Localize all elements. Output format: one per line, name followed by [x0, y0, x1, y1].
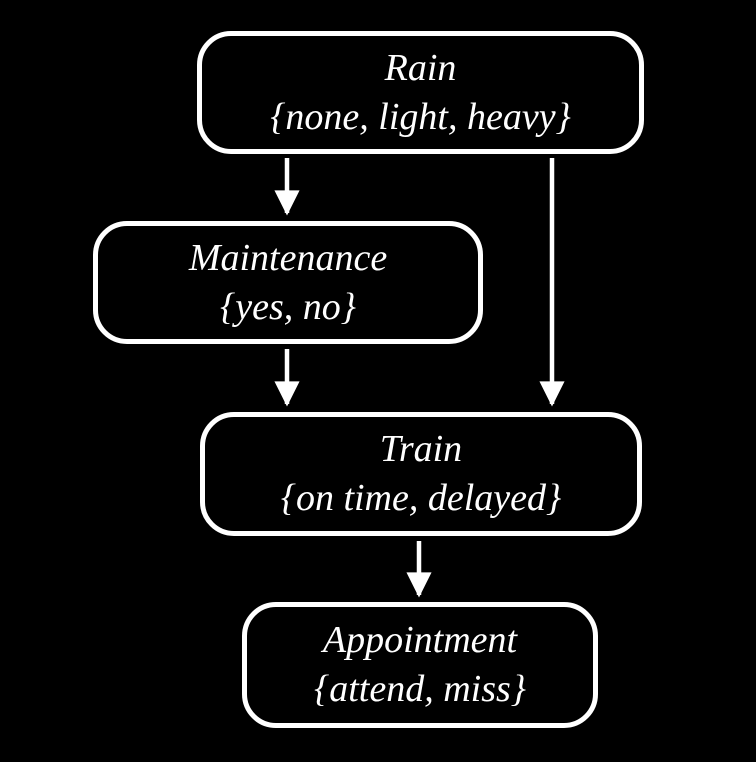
- node-appointment-label: Appointment: [322, 619, 518, 662]
- node-maintenance-label: Maintenance: [188, 236, 388, 279]
- node-appointment-values: {attend, miss}: [314, 668, 526, 710]
- node-rain-label: Rain: [384, 46, 457, 89]
- node-maintenance-values: {yes, no}: [220, 285, 356, 328]
- node-rain-values: {none, light, heavy}: [270, 95, 571, 138]
- node-maintenance: Maintenance {yes, no}: [93, 221, 483, 344]
- node-train-values: {on time, delayed}: [280, 477, 562, 519]
- node-appointment: Appointment {attend, miss}: [242, 602, 598, 728]
- node-train-label: Train: [379, 428, 463, 471]
- node-rain: Rain {none, light, heavy}: [197, 31, 644, 154]
- node-train: Train {on time, delayed}: [200, 412, 642, 536]
